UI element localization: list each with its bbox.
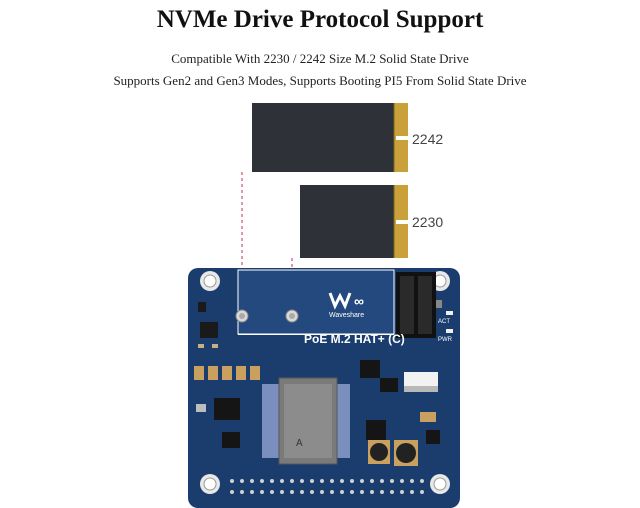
subtitle-modes: Supports Gen2 and Gen3 Modes, Supports B…: [113, 73, 527, 88]
board-model-label: PoE M.2 HAT+ (C): [304, 332, 405, 346]
ssd-2230: [290, 185, 408, 258]
pwr-led-label: PWR: [438, 337, 453, 343]
mounting-hole-bottom-right: [430, 474, 450, 494]
mounting-hole-top-left: [200, 271, 220, 291]
page-title: NVMe Drive Protocol Support: [156, 6, 484, 33]
transformer-mark: A: [296, 438, 303, 449]
mounting-hole-bottom-left: [200, 474, 220, 494]
waveshare-logo: ∞: [328, 292, 364, 310]
subtitle-compatibility: Compatible With 2230 / 2242 Size M.2 Sol…: [171, 51, 469, 66]
fpc-connector: [404, 372, 438, 386]
hat-board: ∞ Waveshare PoE M.2 HAT+ (C) ACT PWR A: [188, 268, 460, 508]
brand-label: Waveshare: [329, 312, 364, 319]
svg-text:∞: ∞: [354, 293, 364, 309]
capacitor-2: [394, 440, 418, 466]
act-led-label: ACT: [438, 319, 450, 325]
gpio-header: [226, 476, 426, 498]
ssd-2242: [240, 103, 408, 172]
capacitor-1: [368, 440, 390, 464]
ssd-2242-label: 2242: [412, 131, 443, 147]
ssd-2230-label: 2230: [412, 214, 443, 230]
